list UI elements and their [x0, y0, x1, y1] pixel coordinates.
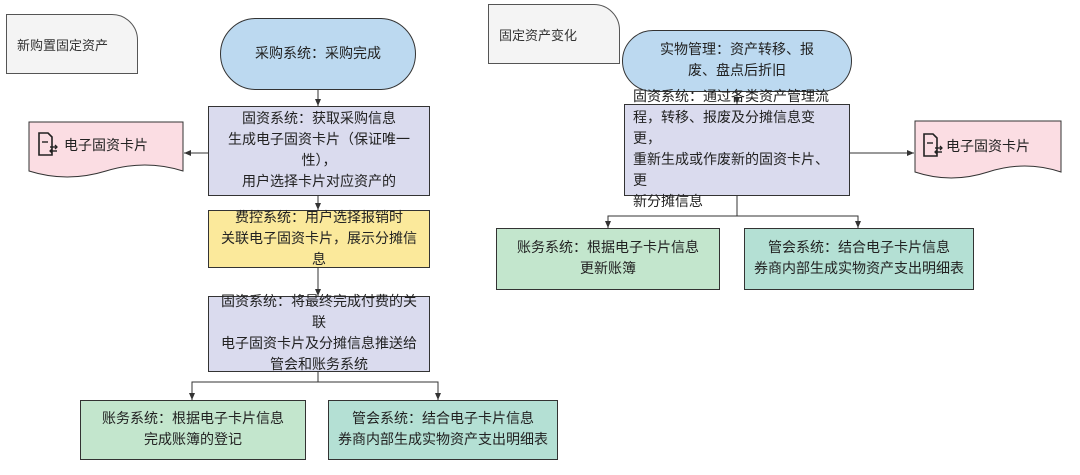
node-management-report: 管会系统：结合电子卡片信息 券商内部生成实物资产支出明细表	[328, 400, 558, 460]
tag-asset-change: 固定资产变化	[488, 4, 620, 64]
node-expense-system: 费控系统：用户选择报销时 关联电子固资卡片，展示分摊信息	[208, 210, 430, 268]
file-transfer-icon	[923, 133, 943, 157]
doc-e-asset-card-right: 电子固资卡片	[914, 120, 1062, 184]
node-management-report-label: 管会系统：结合电子卡片信息 券商内部生成实物资产支出明细表	[338, 411, 548, 448]
node-accounting-register-label: 账务系统：根据电子卡片信息 完成账簿的登记	[102, 411, 284, 448]
node-right-management-label: 管会系统：结合电子卡片信息 券商内部生成实物资产支出明细表	[754, 240, 964, 277]
doc-e-asset-card-left-label: 电子固资卡片	[64, 138, 148, 154]
node-asset-system-push: 固资系统：将最终完成付费的关联 电子固资卡片及分摊信息推送给 管会和账务系统	[208, 294, 430, 373]
node-asset-system-push-label: 固资系统：将最终完成付费的关联 电子固资卡片及分摊信息推送给 管会和账务系统	[221, 294, 417, 373]
tag-new-asset: 新购置固定资产	[6, 14, 138, 74]
node-asset-system-update: 固资系统：通过各类资产管理流 程，转移、报废及分摊信息变更， 重新生成或作废新的…	[624, 89, 850, 210]
node-purchase-complete: 采购系统：采购完成	[220, 18, 416, 90]
document-shape	[28, 121, 184, 178]
node-right-management: 管会系统：结合电子卡片信息 券商内部生成实物资产支出明细表	[744, 228, 974, 290]
node-right-accounting-label: 账务系统：根据电子卡片信息 更新账簿	[517, 240, 699, 277]
node-right-accounting: 账务系统：根据电子卡片信息 更新账簿	[496, 228, 720, 290]
node-physical-management-label: 实物管理：资产转移、报 废、盘点后折旧	[660, 42, 814, 79]
node-asset-system-generate: 固资系统：获取采购信息 生成电子固资卡片（保证唯一性）， 用户选择卡片对应资产的	[208, 106, 430, 196]
file-transfer-icon	[38, 132, 58, 156]
node-asset-system-update-label: 固资系统：通过各类资产管理流 程，转移、报废及分摊信息变更， 重新生成或作废新的…	[633, 89, 829, 210]
node-asset-system-generate-label: 固资系统：获取采购信息 生成电子固资卡片（保证唯一性）， 用户选择卡片对应资产的	[228, 111, 410, 190]
branch-step3	[189, 372, 319, 400]
tag-new-asset-label: 新购置固定资产	[17, 38, 109, 54]
branch-right-step1-right	[737, 215, 861, 228]
document-shape	[914, 120, 1062, 179]
doc-e-asset-card-left: 电子固资卡片	[28, 121, 184, 183]
branch-step3-right	[318, 381, 441, 400]
node-physical-management: 实物管理：资产转移、报 废、盘点后折旧	[622, 30, 852, 92]
tag-asset-change-label: 固定资产变化	[499, 28, 578, 44]
node-expense-system-label: 费控系统：用户选择报销时 关联电子固资卡片，展示分摊信息	[221, 209, 417, 268]
node-accounting-register: 账务系统：根据电子卡片信息 完成账簿的登记	[80, 400, 306, 460]
node-purchase-complete-label: 采购系统：采购完成	[255, 45, 381, 62]
doc-e-asset-card-right-label: 电子固资卡片	[946, 139, 1030, 155]
